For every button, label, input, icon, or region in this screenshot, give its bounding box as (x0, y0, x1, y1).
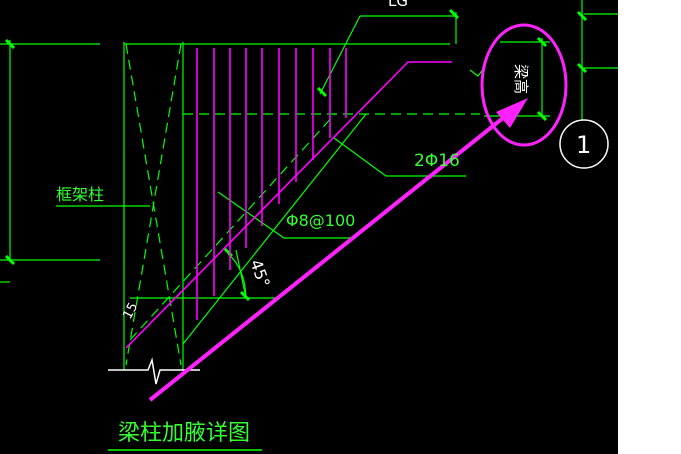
section-mark-circle (559, 119, 609, 169)
haunch-lines (129, 113, 466, 345)
column-cross-dashed (125, 43, 182, 366)
top-dimension-label: LG (388, 0, 408, 10)
angle-label: 45° (246, 257, 274, 290)
left-dimension (0, 40, 100, 283)
beam-lines (319, 0, 618, 120)
annotation-ellipse (480, 23, 568, 147)
cad-drawing-canvas: LG 框架柱 2Φ16 Φ8@100 45° 15 梁高 1 梁柱加腋详图 (0, 0, 618, 454)
column-label: 框架柱 (56, 185, 104, 204)
break-line (108, 357, 200, 385)
main-bars-label: 2Φ16 (414, 151, 460, 171)
column-outline (123, 42, 480, 370)
stirrup-label: Φ8@100 (286, 211, 355, 230)
main-rebar (125, 61, 452, 349)
annotation-arrow (148, 98, 528, 402)
section-mark-number: 1 (576, 131, 591, 159)
detail-drawing: LG 框架柱 2Φ16 Φ8@100 45° 15 梁高 1 梁柱加腋详图 (0, 0, 618, 451)
length-label: 15 (120, 300, 141, 322)
drawing-title: 梁柱加腋详图 (118, 421, 250, 446)
stirrups (196, 48, 347, 320)
vertical-note: 梁高 (512, 64, 530, 94)
